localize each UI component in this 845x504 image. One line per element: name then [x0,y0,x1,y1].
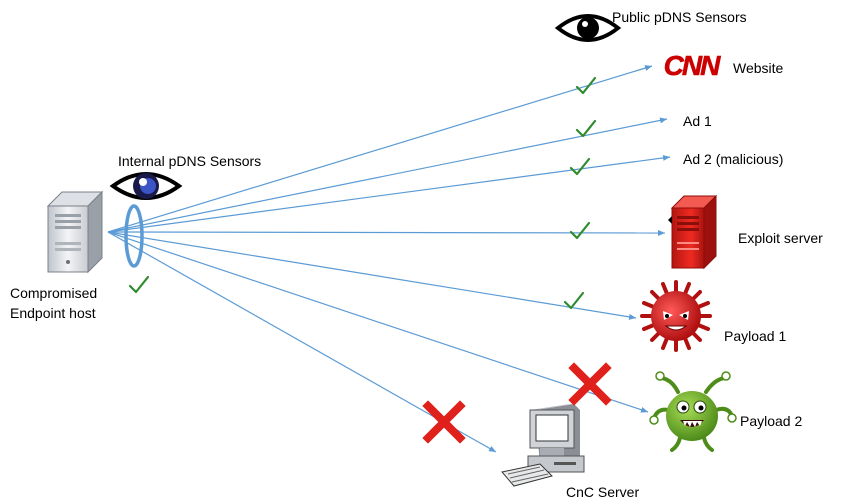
compromised-host-line1: Compromised [10,285,98,301]
arrow-to-website [107,65,653,233]
payload2-label: Payload 2 [740,413,803,429]
arrow-to-ad2 [107,154,671,233]
cross-icon [568,362,612,406]
green-bug-icon [649,371,737,452]
check-icon [128,275,150,294]
public-sensors-label: Public pDNS Sensors [612,9,747,25]
check-icon [569,221,591,240]
internal-sensors-label: Internal pDNS Sensors [118,153,262,169]
desktop-computer-icon [501,404,585,487]
payload1-label: Payload 1 [724,328,787,344]
check-icon [569,157,591,176]
cross-icon [422,400,466,444]
server-icon [46,190,104,274]
red-virus-icon [640,280,712,352]
eye-icon [109,172,183,200]
check-icon [575,76,597,95]
check-icon [575,119,597,138]
check-icon [563,291,585,310]
red-server-icon [668,194,718,270]
ad1-label: Ad 1 [683,113,712,129]
arrow-to-payload2 [107,231,649,413]
arrow-to-ad1 [107,117,668,233]
ad2-label: Ad 2 (malicious) [683,151,784,167]
compromised-host-label: Compromised Endpoint host [10,283,130,323]
cnc-server-label: CnC Server [566,484,640,500]
exploit-server-label: Exploit server [738,230,823,246]
sensor-ring-icon [124,204,144,268]
query-arrows [107,65,671,453]
compromised-host-line2: Endpoint host [10,305,96,321]
arrow-to-cnc [107,231,497,453]
cnn-logo-icon: CNN [660,50,723,81]
website-label: Website [733,60,784,76]
arrow-to-payload1 [107,231,637,320]
eye-icon [554,14,622,42]
svg-text:CNN: CNN [664,50,721,81]
